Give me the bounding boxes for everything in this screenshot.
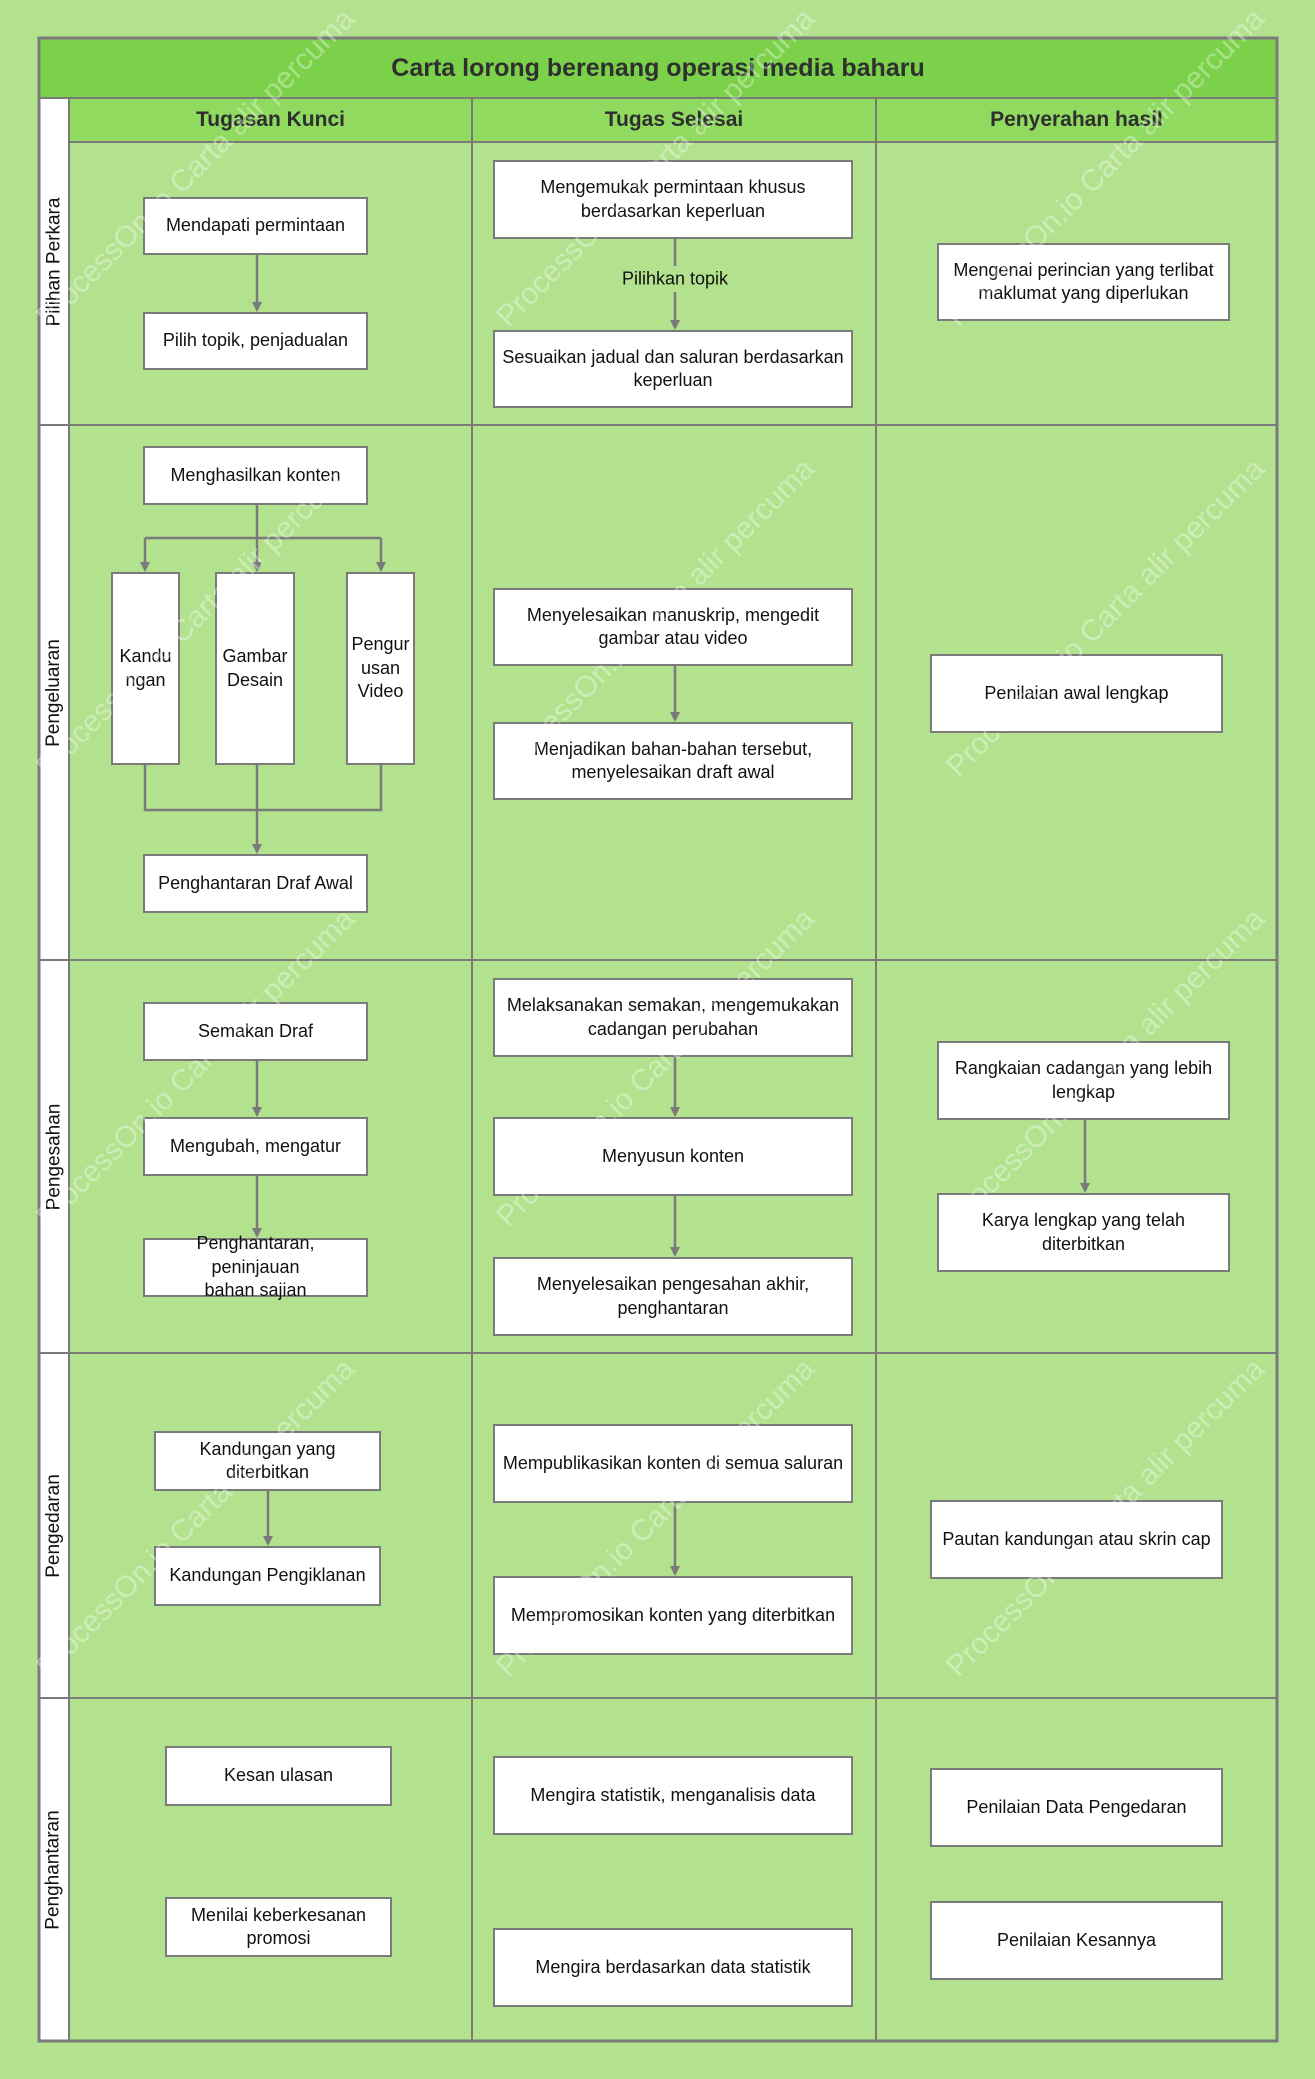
node-sesuaikan-jadual: Sesuaikan jadual dan saluran berdasarkan… — [493, 330, 853, 408]
node-mempromosikan-konten: Mempromosikan konten yang diterbitkan — [493, 1576, 853, 1655]
node-menyusun-konten: Menyusun konten — [493, 1117, 853, 1196]
node-kandungan: Kandu ngan — [111, 572, 180, 765]
node-pengesahan-akhir: Menyelesaikan pengesahan akhir, penghant… — [493, 1257, 853, 1336]
lane-label-pengedaran: Pengedaran — [43, 1473, 65, 1578]
node-penilaian-data-pengedaran: Penilaian Data Pengedaran — [930, 1768, 1223, 1847]
column-header-penyerahan-hasil: Penyerahan hasil — [990, 108, 1163, 131]
node-penghantaran-draf-awal: Penghantaran Draf Awal — [143, 854, 368, 913]
node-kandungan-diterbitkan: Kandungan yang diterbitkan — [154, 1431, 381, 1491]
column-header-tugas-selesai: Tugas Selesai — [604, 108, 744, 131]
node-menyelesaikan-manuskrip: Menyelesaikan manuskrip, mengedit gambar… — [493, 588, 853, 666]
node-pilih-topik: Pilih topik, penjadualan — [143, 312, 368, 370]
node-rangkaian-cadangan: Rangkaian cadangan yang lebih lengkap — [937, 1041, 1230, 1120]
column-header-tugasan-kunci: Tugasan Kunci — [196, 108, 345, 131]
node-menghasilkan-konten: Menghasilkan konten — [143, 446, 368, 505]
node-kandungan-pengiklanan: Kandungan Pengiklanan — [154, 1546, 381, 1606]
node-penilaian-kesannya: Penilaian Kesannya — [930, 1901, 1223, 1980]
node-mengira-statistik: Mengira statistik, menganalisis data — [493, 1756, 853, 1835]
node-kesan-ulasan: Kesan ulasan — [165, 1746, 392, 1806]
node-karya-lengkap: Karya lengkap yang telah diterbitkan — [937, 1193, 1230, 1272]
node-penghantaran-peninjauan: Penghantaran, peninjauan bahan sajian — [143, 1233, 368, 1300]
node-mendapati-permintaan: Mendapati permintaan — [143, 197, 368, 255]
header-bar — [68, 97, 1278, 143]
node-mengemukak-permintaan: Mengemukak permintaan khusus berdasarkan… — [493, 160, 853, 239]
node-mengira-data: Mengira berdasarkan data statistik — [493, 1928, 853, 2007]
connector-line — [143, 765, 383, 812]
node-pautan-kandungan: Pautan kandungan atau skrin cap — [930, 1500, 1223, 1579]
node-penilaian-awal: Penilaian awal lengkap — [930, 654, 1223, 733]
node-melaksanakan-semakan: Melaksanakan semakan, mengemukakan cadan… — [493, 978, 853, 1057]
node-menilai-keberkesanan: Menilai keberkesanan promosi — [165, 1897, 392, 1957]
lane-label-pengesahan: Pengesahan — [43, 1103, 64, 1210]
diagram-title: Carta lorong berenang operasi media baha… — [391, 53, 925, 82]
node-gambar-desain: Gambar Desain — [215, 572, 295, 765]
node-menjadikan-bahan: Menjadikan bahan-bahan tersebut, menyele… — [493, 722, 853, 800]
lane-label-pengeluaran: Pengeluaran — [43, 638, 65, 747]
node-mempublikasikan-konten: Mempublikasikan konten di semua saluran — [493, 1424, 853, 1503]
diagram-frame — [37, 36, 1279, 2043]
node-mengenai-perincian: Mengenai perincian yang terlibat makluma… — [937, 243, 1230, 321]
edge-label-pilihkan-topik: Pilihkan topik — [618, 268, 732, 290]
lane-label-pilihan-perkara: Pilihan Perkara — [43, 197, 64, 326]
title-bar — [38, 37, 1278, 99]
node-pengurusan-video: Pengur usan Video — [346, 572, 415, 765]
node-semakan-draf: Semakan Draf — [143, 1002, 368, 1061]
node-mengubah-mengatur: Mengubah, mengatur — [143, 1117, 368, 1176]
lane-label-penghantaran: Penghantaran — [43, 1809, 65, 1930]
